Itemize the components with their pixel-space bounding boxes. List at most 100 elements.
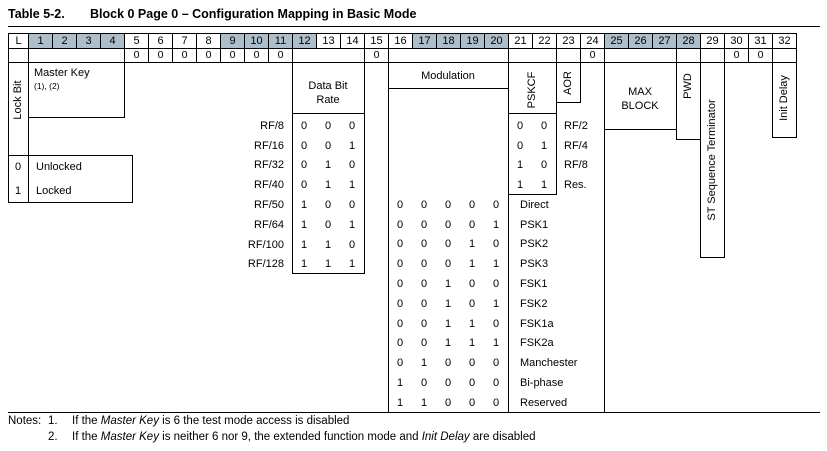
- bit-value: 0: [516, 139, 524, 152]
- fixed-value-cell: 0: [365, 49, 389, 63]
- fixed-value-cell: 0: [269, 49, 293, 63]
- max-block-label-line1: MAX: [628, 86, 652, 98]
- grid-line: [580, 63, 581, 103]
- grid-line: [28, 63, 29, 203]
- bit-value: 0: [468, 218, 476, 231]
- bit-value: 0: [396, 357, 404, 370]
- bit-value: 0: [540, 159, 548, 172]
- fixed-value-cell: [677, 49, 701, 63]
- bit-index-cell: 10: [245, 33, 269, 49]
- bit-index-cell: 18: [437, 33, 461, 49]
- bit-value: 0: [492, 377, 500, 390]
- rate-label: RF/40: [254, 179, 284, 192]
- pskcf-row: 0 0 RF/2: [508, 116, 588, 136]
- bit-value: 1: [468, 317, 476, 330]
- note-text: If the Master Key is 6 the test mode acc…: [72, 415, 349, 427]
- bit-value: 1: [516, 179, 524, 192]
- bit-value: 0: [396, 238, 404, 251]
- bit-index-cell: 28: [677, 33, 701, 49]
- grid-line: [292, 63, 293, 274]
- grid-line: [388, 88, 509, 89]
- modulation-row: 1 0 0 0 0 Bi-phase: [388, 373, 577, 393]
- bit-value: 0: [540, 119, 548, 132]
- bit-value: 0: [420, 198, 428, 211]
- max-block-label-line2: BLOCK: [621, 99, 659, 112]
- bit-value: 0: [300, 159, 308, 172]
- bit-value: 1: [348, 218, 356, 231]
- note-text-emphasis: Master Key: [100, 431, 159, 443]
- data-bit-rate-row: RF/40 0 1 1: [216, 175, 364, 195]
- bit-index-cell: 31: [749, 33, 773, 49]
- grid-line: [772, 63, 773, 138]
- grid-line: [292, 273, 365, 274]
- data-bit-rate-row: RF/128 1 1 1: [216, 255, 364, 275]
- note-text-emphasis: Init Delay: [421, 431, 470, 443]
- bit-value: 0: [468, 198, 476, 211]
- modulation-row: 0 0 1 0 0 FSK1: [388, 274, 577, 294]
- bit-index-cell: 13: [317, 33, 341, 49]
- bit-value: 0: [444, 396, 452, 409]
- fixed-value-cell: [773, 49, 797, 63]
- note-number: 2.: [48, 431, 58, 443]
- bit-value: 0: [420, 297, 428, 310]
- bit-value: 0: [324, 199, 332, 212]
- fixed-value-cell: 0: [197, 49, 221, 63]
- bit-value: 0: [324, 218, 332, 231]
- note-text-part: are disabled: [469, 431, 536, 443]
- pskcf-value-label: RF/4: [564, 139, 588, 152]
- data-bit-rate-row: RF/16 0 0 1: [216, 136, 364, 156]
- pwd-label: PWD: [682, 73, 694, 99]
- bit-value: 1: [540, 139, 548, 152]
- bit-value: 0: [468, 396, 476, 409]
- data-bit-rate-label-line2: Rate: [316, 93, 340, 106]
- fixed-value-cell: [701, 49, 725, 63]
- modulation-row: 0 0 1 1 1 FSK2a: [388, 334, 577, 354]
- bit-value: 0: [492, 238, 500, 251]
- bit-value: 0: [300, 179, 308, 192]
- bit-value: 1: [324, 238, 332, 251]
- modulation-name: PSK1: [520, 218, 549, 231]
- bit-value: 1: [300, 258, 308, 271]
- bit-value: 1: [444, 278, 452, 291]
- master-key-label: Master Key: [34, 67, 90, 79]
- pskcf-row: 0 1 RF/4: [508, 136, 588, 156]
- rate-label: RF/128: [247, 258, 284, 271]
- bit-value: 0: [396, 337, 404, 350]
- bit-value: 1: [516, 159, 524, 172]
- bit-index-cell: 3: [77, 33, 101, 49]
- modulation-row: 0 0 0 0 1 PSK1: [388, 215, 577, 235]
- bit-value: 0: [396, 317, 404, 330]
- modulation-name: Direct: [520, 198, 549, 211]
- table-number: Table 5-2.: [8, 7, 65, 21]
- bit-index-cell: 6: [149, 33, 173, 49]
- bit-value: 0: [492, 198, 500, 211]
- bit-value: 0: [444, 377, 452, 390]
- pskcf-table: 0 0 RF/2 0 1 RF/4 1 0 RF/8 1 1 Res.: [508, 116, 588, 195]
- bit-value: 0: [348, 159, 356, 172]
- pskcf-row: 1 0 RF/8: [508, 156, 588, 176]
- bit-value: 0: [420, 337, 428, 350]
- bit-index-cell: 8: [197, 33, 221, 49]
- note-text-part: If the: [72, 431, 101, 443]
- bit-index-cell: 16: [389, 33, 413, 49]
- bit-value: 0: [348, 238, 356, 251]
- modulation-row: 0 0 0 1 1 PSK3: [388, 254, 577, 274]
- modulation-name: Manchester: [520, 357, 578, 370]
- bit-value: 0: [444, 198, 452, 211]
- fixed-value-cell: [29, 49, 125, 63]
- aor-label: AOR: [562, 71, 574, 95]
- lock-legend-box-top: [8, 155, 133, 156]
- bit-value: 1: [540, 179, 548, 192]
- bit-value: 1: [300, 238, 308, 251]
- modulation-row: 0 0 0 0 0 Direct: [388, 195, 577, 215]
- bit-value: 0: [492, 357, 500, 370]
- grid-line: [700, 63, 701, 258]
- note-text-emphasis: Master Key: [100, 415, 159, 427]
- grid-line: [556, 102, 581, 103]
- bit-value: 1: [468, 238, 476, 251]
- bit-index-cell: 25: [605, 33, 629, 49]
- bit-index-cell: 1: [29, 33, 53, 49]
- lock-legend-box-bottom: [8, 202, 133, 203]
- grid-line: [508, 113, 557, 114]
- bit-value: 0: [396, 218, 404, 231]
